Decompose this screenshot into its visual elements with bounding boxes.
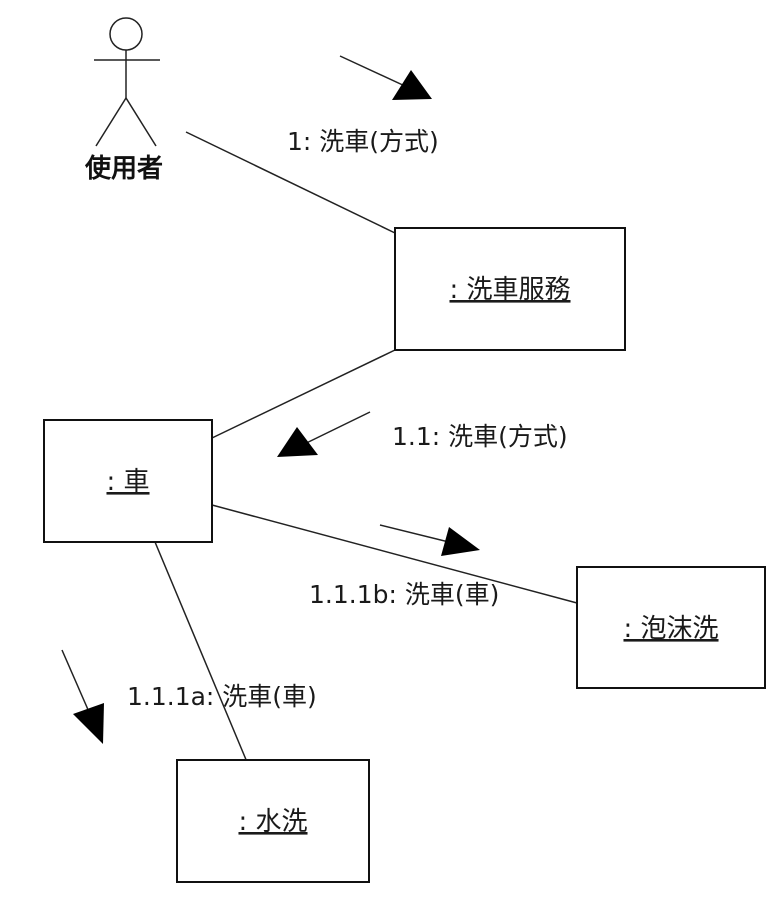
message-arrow-1 bbox=[339, 55, 432, 100]
actor-left-leg bbox=[95, 97, 127, 147]
message-arrow-1-1 bbox=[277, 411, 371, 457]
message-arrow-1-1-1b bbox=[379, 524, 480, 556]
object-car-label: : 車 bbox=[106, 467, 149, 497]
message-label-1-1-1a: 1.1.1a: 洗車(車) bbox=[127, 682, 317, 711]
arrowhead-icon bbox=[392, 70, 432, 100]
link-service-car bbox=[211, 349, 396, 439]
link-car-water-wash bbox=[154, 541, 248, 763]
link-actor-service bbox=[185, 131, 396, 234]
object-car[interactable]: : 車 bbox=[43, 419, 213, 543]
object-water-wash[interactable]: : 水洗 bbox=[176, 759, 370, 883]
message-label-1-1-1b: 1.1.1b: 洗車(車) bbox=[309, 580, 499, 609]
object-foam-wash[interactable]: : 泡沫洗 bbox=[576, 566, 766, 689]
object-car-wash-service[interactable]: : 洗車服務 bbox=[394, 227, 626, 351]
actor-right-leg bbox=[125, 97, 157, 147]
object-foam-wash-label: : 泡沫洗 bbox=[623, 614, 718, 644]
arrowhead-icon bbox=[441, 527, 480, 556]
arrowhead-icon bbox=[73, 703, 104, 744]
actor-user[interactable]: 使用者 bbox=[84, 17, 163, 184]
message-label-1: 1: 洗車(方式) bbox=[287, 127, 439, 156]
actor-head bbox=[109, 17, 143, 51]
arrowhead-icon bbox=[277, 427, 318, 457]
message-label-1-1: 1.1: 洗車(方式) bbox=[392, 422, 568, 451]
message-arrow-1-1-1a bbox=[61, 649, 104, 744]
object-car-wash-service-label: : 洗車服務 bbox=[449, 275, 570, 305]
actor-name: 使用者 bbox=[84, 154, 163, 184]
link-car-foam-wash bbox=[211, 504, 578, 604]
object-water-wash-label: : 水洗 bbox=[238, 807, 307, 837]
